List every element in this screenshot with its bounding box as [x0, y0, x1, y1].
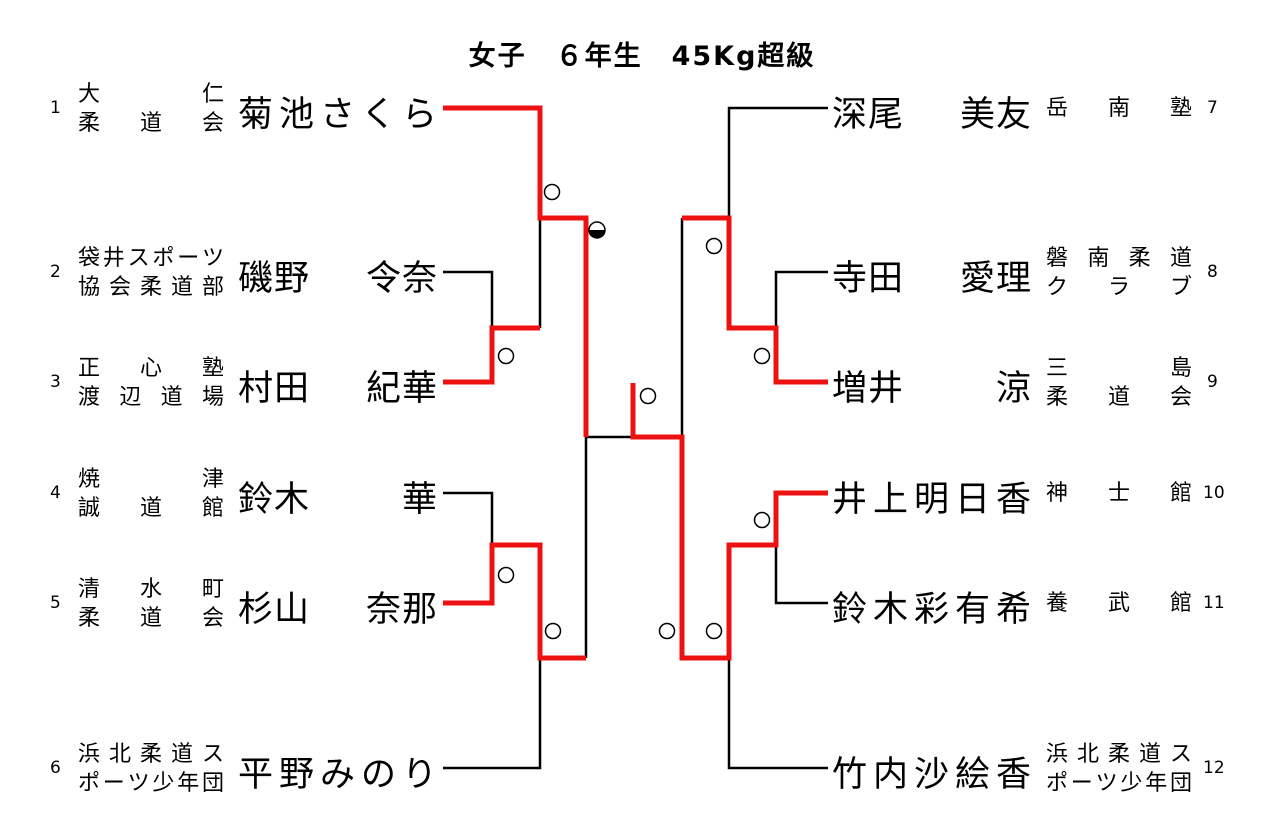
club-line: ポーツ少年団: [78, 771, 224, 796]
club-name: 三島 柔道会: [1046, 354, 1192, 412]
player-name-text: 井上明日香: [832, 480, 1032, 520]
win-marker-circle: [658, 622, 676, 640]
club-name: 養武館: [1046, 589, 1192, 618]
bracket-line: [443, 491, 494, 545]
club-name: 袋井スポーツ 協会柔道部: [78, 244, 224, 302]
club-line: 浜北柔道ス: [78, 742, 224, 767]
club-line: 柔道会: [78, 606, 224, 631]
player-name: 寺田愛理: [832, 250, 1032, 301]
player-name-text: 鈴木彩有希: [832, 590, 1032, 630]
winner-line: [630, 383, 828, 661]
winner-line: [443, 325, 540, 385]
club-name: 清水町 柔道会: [78, 575, 224, 633]
club-line: 柔道会: [1046, 385, 1192, 410]
player-name-text: 竹内沙絵香: [832, 755, 1032, 795]
club-line: クラブ: [1046, 275, 1192, 300]
player-name-text: 平野みのり: [238, 755, 438, 795]
win-marker-circle: [705, 622, 723, 640]
win-marker-circle: [639, 387, 657, 405]
club-line: 焼津: [78, 467, 224, 492]
club-line: 正心塾: [78, 356, 224, 381]
win-marker-circle: [705, 237, 723, 255]
player-name-text: 深尾美友: [832, 95, 1032, 135]
club-line: 岳南塾: [1046, 96, 1192, 121]
club-name: 正心塾 渡辺道場: [78, 354, 224, 412]
club-line: 清水町: [78, 577, 224, 602]
club-line: 渡辺道場: [78, 385, 224, 410]
player-name-text: 磯野令奈: [238, 259, 438, 299]
win-marker-circle: [497, 566, 515, 584]
black-bracket-lines: [443, 106, 828, 770]
club-line: 神士館: [1046, 481, 1192, 506]
bracket-line: [443, 270, 494, 328]
seed-number: 8: [1207, 262, 1218, 282]
player-name: 村田紀華: [238, 360, 438, 411]
seed-number: 1: [50, 98, 61, 118]
club-line: 浜北柔道ス: [1046, 742, 1192, 767]
player-name: 平野みのり: [238, 746, 438, 797]
player-name: 菊池さくら: [238, 86, 438, 137]
player-name-text: 鈴木華: [238, 480, 438, 520]
winner-line: [443, 105, 589, 437]
seed-number: 10: [1203, 483, 1225, 503]
club-name: 磐南柔道 クラブ: [1046, 244, 1192, 302]
player-name: 竹内沙絵香: [832, 746, 1032, 797]
player-name: 井上明日香: [832, 471, 1032, 522]
seed-number: 7: [1207, 98, 1218, 118]
player-name: 杉山奈那: [238, 581, 438, 632]
half-filled-marker: [588, 221, 606, 239]
club-name: 浜北柔道ス ポーツ少年団: [1046, 740, 1192, 798]
player-name: 磯野令奈: [238, 250, 438, 301]
club-line: 協会柔道部: [78, 275, 224, 300]
bracket-line: [774, 545, 828, 605]
seed-number: 4: [50, 483, 61, 503]
player-name: 鈴木彩有希: [832, 581, 1032, 632]
player-name: 鈴木華: [238, 471, 438, 522]
player-name: 深尾美友: [832, 86, 1032, 137]
club-line: 柔道会: [78, 111, 224, 136]
club-line: 大仁: [78, 82, 224, 107]
winner-line: [682, 215, 828, 385]
player-name-text: 菊池さくら: [238, 95, 438, 135]
club-line: 磐南柔道: [1046, 246, 1192, 271]
seed-number: 12: [1203, 758, 1225, 778]
club-line: 誠道館: [78, 496, 224, 521]
seed-number: 9: [1207, 372, 1218, 392]
bracket-line: [727, 658, 828, 770]
club-name: 焼津 誠道館: [78, 465, 224, 523]
seed-number: 2: [50, 262, 61, 282]
player-name-text: 杉山奈那: [238, 590, 438, 630]
seed-number: 11: [1203, 593, 1225, 613]
bracket-line: [443, 658, 542, 770]
player-name-text: 村田紀華: [238, 369, 438, 409]
seed-number: 5: [50, 593, 61, 613]
club-line: ポーツ少年団: [1046, 771, 1192, 796]
club-name: 神士館: [1046, 479, 1192, 508]
win-markers: [497, 183, 771, 640]
club-name: 大仁 柔道会: [78, 80, 224, 138]
player-name-text: 寺田愛理: [832, 259, 1032, 299]
club-line: 三島: [1046, 356, 1192, 381]
win-marker-circle: [543, 183, 561, 201]
win-marker-circle: [497, 347, 515, 365]
bracket-line: [774, 270, 828, 328]
win-marker-circle: [753, 347, 771, 365]
club-name: 浜北柔道ス ポーツ少年団: [78, 740, 224, 798]
club-line: 養武館: [1046, 591, 1192, 616]
win-marker-circle: [544, 622, 562, 640]
club-line: 袋井スポーツ: [78, 246, 224, 271]
player-name-text: 増井涼: [832, 369, 1032, 409]
seed-number: 3: [50, 372, 61, 392]
player-name: 増井涼: [832, 360, 1032, 411]
winner-bracket-lines: [443, 105, 828, 661]
club-name: 岳南塾: [1046, 94, 1192, 123]
win-marker-circle: [753, 511, 771, 529]
seed-number: 6: [50, 758, 61, 778]
bracket-line: [584, 435, 633, 658]
bracket-line: [727, 106, 828, 218]
bracket-title: 女子 ６年生 45Kg超級: [468, 41, 816, 72]
winner-line: [443, 542, 586, 661]
